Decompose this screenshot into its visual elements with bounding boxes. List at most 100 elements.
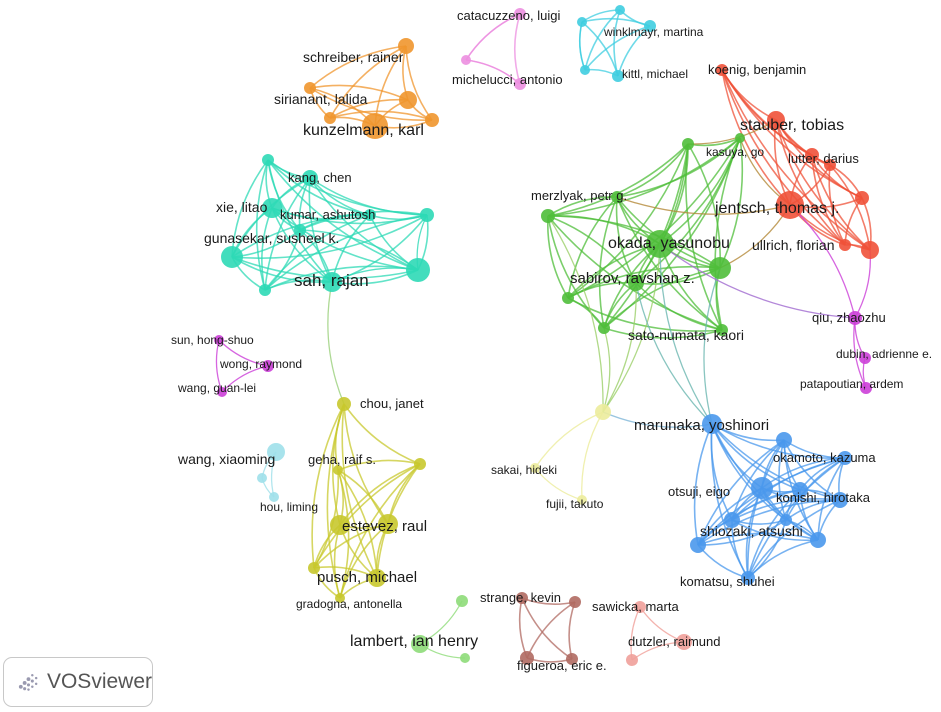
author-node[interactable] [612,70,624,82]
author-node[interactable] [595,404,611,420]
author-label[interactable]: sato-numata, kaori [628,327,744,343]
author-label[interactable]: patapoutian, ardem [800,377,903,391]
author-label[interactable]: catacuzzeno, luigi [457,8,560,23]
author-node[interactable] [838,451,852,465]
author-label[interactable]: qiu, zhaozhu [812,310,886,325]
author-node[interactable] [569,596,581,608]
author-label[interactable]: kasuya, go [706,145,764,159]
author-node[interactable] [406,258,430,282]
author-label[interactable]: estevez, raul [342,518,427,535]
author-node[interactable] [461,55,471,65]
author-node[interactable] [810,532,826,548]
author-node[interactable] [860,382,872,394]
author-node[interactable] [577,17,587,27]
author-node[interactable] [577,495,587,505]
author-node[interactable] [859,352,871,364]
author-label[interactable]: pusch, michael [317,569,417,586]
author-node[interactable] [456,595,468,607]
author-label[interactable]: shiozaki, atsushi [700,523,803,539]
author-node[interactable] [805,148,819,162]
author-node[interactable] [530,463,540,473]
vosviewer-logo-box[interactable]: VOSviewer [3,657,153,707]
author-node[interactable] [541,209,555,223]
author-label[interactable]: sakai, hideki [491,463,557,477]
author-label[interactable]: sirianant, lalida [274,91,368,107]
author-node[interactable] [308,562,320,574]
author-node[interactable] [716,64,728,76]
author-node[interactable] [221,246,243,268]
author-label[interactable]: otsuji, eigo [668,484,730,499]
author-node[interactable] [368,569,386,587]
author-node[interactable] [337,397,351,411]
author-node[interactable] [615,5,625,15]
author-label[interactable]: merzlyak, petr g. [531,188,627,203]
author-node[interactable] [824,159,836,171]
author-node[interactable] [294,224,306,236]
author-label[interactable]: sun, hong-shuo [171,333,254,347]
author-node[interactable] [411,635,429,653]
author-node[interactable] [839,239,851,251]
author-label[interactable]: wong, raymond [219,357,302,371]
author-node[interactable] [514,78,526,90]
author-label[interactable]: komatsu, shuhei [680,574,775,589]
author-label[interactable]: gradogna, antonella [296,597,402,611]
author-node[interactable] [644,20,656,32]
author-node[interactable] [398,38,414,54]
author-node[interactable] [425,113,439,127]
author-node[interactable] [322,272,342,292]
author-label[interactable]: chou, janet [360,396,424,411]
author-node[interactable] [514,8,526,20]
author-node[interactable] [776,432,792,448]
author-label[interactable]: wang, xiaoming [177,451,275,467]
author-node[interactable] [217,387,227,397]
author-node[interactable] [330,515,350,535]
author-node[interactable] [516,592,528,604]
author-label[interactable]: marunaka, yoshinori [634,417,769,434]
author-node[interactable] [267,443,285,461]
author-label[interactable]: sah, rajan [294,271,369,290]
author-node[interactable] [646,230,674,258]
author-node[interactable] [855,191,869,205]
author-node[interactable] [566,653,578,665]
author-node[interactable] [269,492,279,502]
author-label[interactable]: lutter, darius [788,151,859,166]
author-label[interactable]: lambert, ian henry [350,633,478,650]
author-node[interactable] [776,191,804,219]
author-node[interactable] [767,111,785,129]
author-label[interactable]: konishi, hirotaka [776,490,871,505]
author-node[interactable] [832,492,848,508]
author-node[interactable] [792,482,808,498]
author-node[interactable] [562,292,574,304]
author-node[interactable] [690,537,706,553]
author-label[interactable]: okada, yasunobu [608,235,730,252]
author-label[interactable]: fujii, takuto [546,497,604,511]
author-node[interactable] [626,654,638,666]
author-label[interactable]: gunasekar, susheel k. [204,230,339,246]
author-label[interactable]: sabirov, ravshan z. [570,270,695,287]
author-label[interactable]: geha, raif s. [308,452,376,467]
author-node[interactable] [861,241,879,259]
author-label[interactable]: dubin, adrienne e. [836,347,932,361]
author-node[interactable] [634,601,646,613]
author-label[interactable]: wang, guan-lei [177,381,256,395]
author-label[interactable]: hou, liming [260,500,318,514]
author-label[interactable]: kumar, ashutosh [280,207,375,222]
author-node[interactable] [598,322,610,334]
author-node[interactable] [335,593,345,603]
author-node[interactable] [741,571,755,585]
author-node[interactable] [751,477,773,499]
author-node[interactable] [262,198,282,218]
author-node[interactable] [848,311,862,325]
author-label[interactable]: jentsch, thomas j. [714,200,840,217]
author-node[interactable] [716,324,728,336]
author-label[interactable]: okamoto, kazuma [773,450,876,465]
author-node[interactable] [414,458,426,470]
author-label[interactable]: winklmayr, martina [603,25,704,39]
author-node[interactable] [420,208,434,222]
author-node[interactable] [676,634,692,650]
author-node[interactable] [460,653,470,663]
author-node[interactable] [682,138,694,150]
author-label[interactable]: kang, chen [288,170,352,185]
author-label[interactable]: schreiber, rainer [303,49,404,65]
author-node[interactable] [709,257,731,279]
